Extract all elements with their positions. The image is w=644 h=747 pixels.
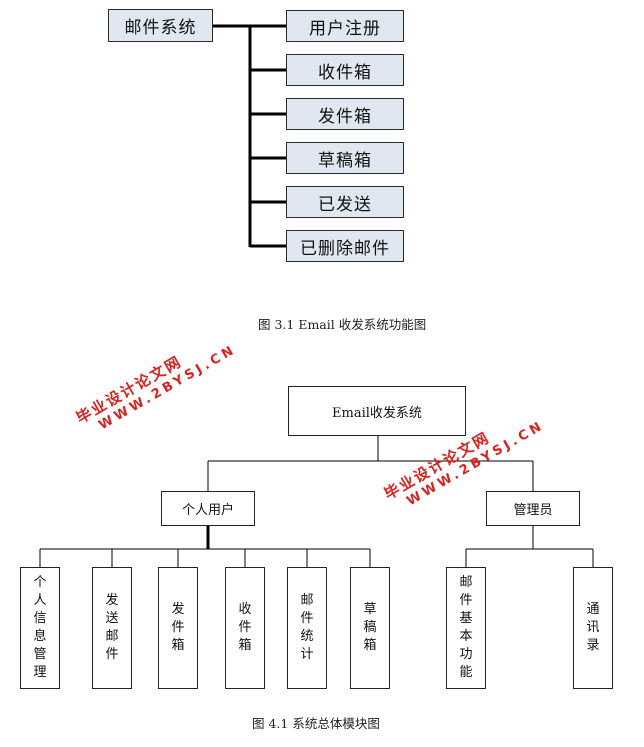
fig2-leaf: 个人信息管理 (20, 567, 60, 689)
fig2-leaf: 通讯录 (573, 567, 613, 689)
fig2-branch-personal-user: 个人用户 (161, 491, 255, 526)
fig1-node-deleted: 已删除邮件 (286, 230, 404, 262)
fig1-node-drafts: 草稿箱 (286, 142, 404, 174)
fig1-node-outbox: 发件箱 (286, 98, 404, 130)
fig2-leaf: 邮件基本功能 (446, 567, 486, 689)
fig1-caption: 图 3.1 Email 收发系统功能图 (258, 317, 427, 332)
fig2-leaf: 草稿箱 (350, 567, 390, 689)
fig2-root-node: Email收发系统 (288, 386, 466, 436)
fig1-node-register: 用户注册 (286, 10, 404, 42)
fig2-leaf: 收件箱 (225, 567, 265, 689)
fig1-node-inbox: 收件箱 (286, 54, 404, 86)
fig1-node-sent: 已发送 (286, 186, 404, 218)
fig2-leaf: 发送邮件 (92, 567, 132, 689)
fig2-branch-admin: 管理员 (486, 491, 580, 526)
fig2-leaf: 发件箱 (158, 567, 198, 689)
fig2-leaf: 邮件统计 (287, 567, 327, 689)
fig2-caption: 图 4.1 系统总体模块图 (252, 716, 380, 731)
fig1-root-node: 邮件系统 (108, 9, 213, 42)
